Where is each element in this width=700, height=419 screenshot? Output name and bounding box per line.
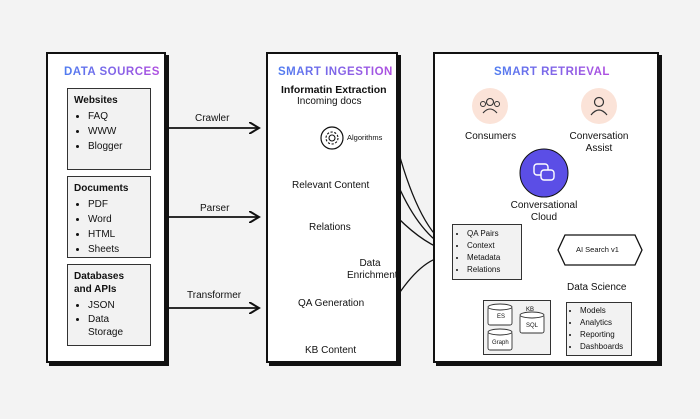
list-item: Metadata — [467, 252, 517, 264]
data-sources-title: DATA SOURCES — [64, 66, 160, 78]
conversation-assist-label: Conversation Assist — [569, 131, 629, 154]
list-item: Reporting — [580, 329, 628, 341]
data-science-box: Models Analytics Reporting Dashboards — [566, 302, 632, 356]
list-item: FAQ — [88, 109, 144, 124]
list-item: Blogger — [88, 139, 144, 154]
crawler-label: Crawler — [195, 113, 230, 124]
conversational-cloud-label: Conversational Cloud — [510, 200, 578, 223]
list-item: JSON — [88, 298, 144, 313]
list-item: Analytics — [580, 317, 628, 329]
list-item: Dashboards — [580, 341, 628, 353]
person-icon — [581, 88, 617, 124]
graph-label: Graph — [492, 340, 509, 346]
gear-icon — [320, 126, 344, 150]
relevant-content: Relevant Content — [292, 180, 370, 191]
consumers-icon — [472, 88, 508, 124]
transformer-label: Transformer — [187, 290, 242, 301]
list-item: Relations — [467, 264, 517, 276]
list-item: Sheets — [88, 242, 144, 257]
sql-label: SQL — [526, 323, 539, 329]
ai-search-label: AI Search v1 — [576, 245, 619, 254]
qa-box: QA Pairs Context Metadata Relations — [452, 224, 522, 280]
smart-ingestion-title: SMART INGESTION — [278, 66, 393, 78]
list-item: Context — [467, 240, 517, 252]
list-item: HTML — [88, 227, 144, 242]
websites-box: Websites FAQ WWW Blogger — [67, 88, 151, 170]
database-icons — [487, 303, 545, 351]
algorithms-label: Algorithms — [347, 133, 383, 142]
ingestion-subtitle: Informatin Extraction — [281, 84, 387, 96]
list-item: QA Pairs — [467, 228, 517, 240]
data-science-label: Data Science — [567, 282, 627, 293]
smart-retrieval-title: SMART RETRIEVAL — [494, 66, 610, 78]
qa-generation: QA Generation — [298, 298, 365, 309]
websites-heading: Websites — [74, 95, 118, 106]
list-item: Word — [88, 212, 144, 227]
documents-heading: Documents — [74, 183, 129, 194]
cloud-chat-icon — [519, 148, 569, 198]
ai-search-hexagon — [557, 234, 643, 266]
list-item: Models — [580, 305, 628, 317]
smart-ingestion-panel — [266, 52, 398, 363]
kb-content: KB Content — [305, 345, 357, 356]
data-enrichment: Data Enrichment — [347, 258, 398, 281]
list-item: Data Storage — [88, 313, 138, 339]
consumers-label: Consumers — [465, 131, 517, 142]
documents-box: Documents PDF Word HTML Sheets — [67, 176, 151, 258]
databases-heading: Databases and APIs — [74, 271, 125, 295]
parser-label: Parser — [200, 203, 230, 214]
list-item: WWW — [88, 124, 144, 139]
list-item: PDF — [88, 197, 144, 212]
incoming-docs: Incoming docs — [297, 96, 362, 107]
relations-label: Relations — [309, 222, 351, 233]
es-label: ES — [497, 314, 506, 320]
databases-box: Databases and APIs JSON Data Storage — [67, 264, 151, 346]
kb-label: KB — [526, 307, 535, 313]
